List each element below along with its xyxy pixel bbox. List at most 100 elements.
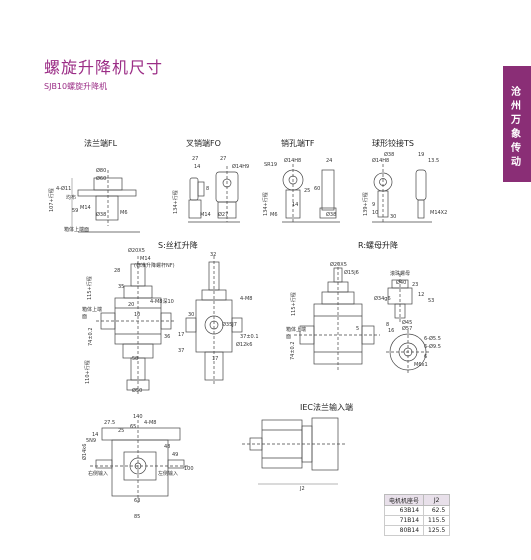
table-header: J2 <box>423 494 451 506</box>
fl-holes: 4-Ø11 <box>56 186 72 192</box>
b-w63: 63 <box>134 498 141 504</box>
tf-travel: 134+行程 <box>263 192 269 216</box>
ts-w19: 19 <box>418 152 425 158</box>
section-s-title: S:丝杠升降 <box>158 241 198 250</box>
s-travel-2: 110+行程 <box>85 360 91 384</box>
r-w53: 53 <box>428 298 435 304</box>
s-w35: 35 <box>118 284 125 290</box>
b-w49: 49 <box>172 452 179 458</box>
s-m8b: 4-M8 <box>240 296 253 302</box>
r-d57: Ø57 <box>402 326 413 332</box>
r-ball-nut: 滚珠螺母 <box>390 271 411 277</box>
table-header-row: 电机机座号 J2 <box>383 494 451 506</box>
fl-d80: Ø80 <box>96 168 107 174</box>
s-w58: 58 <box>132 356 139 362</box>
s-m8-deep: 4-M8深10 <box>150 299 174 305</box>
fo-travel: 134+行程 <box>173 190 179 214</box>
fo-d27: Ø27 <box>218 212 229 218</box>
r-holes-2: 6-Ø9.5 <box>424 344 441 350</box>
r-w12: 12 <box>418 292 425 298</box>
b-w85: 85 <box>134 514 141 520</box>
iec-j2: J2 <box>300 486 305 492</box>
ball-nut-drawing <box>387 274 413 324</box>
b-w25: 25 <box>118 428 125 434</box>
tf-m6: M6 <box>270 212 278 218</box>
section-ts-title: 球形铰接TS <box>372 139 414 148</box>
r-box-face: 箱体上端面 <box>286 327 307 340</box>
tf-d38: Ø38 <box>326 212 337 218</box>
ts-travel: 139+行程 <box>363 192 369 216</box>
ts-m14x2: M14X2 <box>430 210 448 216</box>
fl-drawing <box>71 170 140 233</box>
r-lift-front <box>294 262 380 372</box>
ts-drawing <box>372 164 432 224</box>
fl-m14: M14 <box>80 205 91 211</box>
s-w10: 10 <box>134 312 141 318</box>
r-d20x5: Ø20X5 <box>330 262 347 268</box>
fo-drawing <box>188 166 240 223</box>
b-m8: 4-M8 <box>144 420 157 426</box>
nut-flange-drawing <box>386 330 430 374</box>
r-d40: Ø40 <box>396 280 407 286</box>
fo-w27a: 27 <box>192 156 199 162</box>
fl-m6: M6 <box>120 210 128 216</box>
fl-note: 箱体上端面 <box>64 227 90 233</box>
tf-w14: 14 <box>292 202 299 208</box>
b-w5n9: 5N9 <box>86 438 97 444</box>
b-left-input: 左侧输入 <box>158 471 179 477</box>
ts-w30: 30 <box>390 214 397 220</box>
table-header: 电机机座号 <box>383 494 425 506</box>
s-d20x5: Ø20X5 <box>128 248 145 254</box>
table-cell: 63B14 <box>383 505 425 516</box>
s-w17: 17 <box>212 356 219 362</box>
table-cell: 125.5 <box>423 525 451 536</box>
s-w17b: 17 <box>178 332 185 338</box>
s-w37: 37 <box>178 348 185 354</box>
r-d6: 6 <box>424 354 428 360</box>
r-w16: 16 <box>388 328 395 334</box>
r-travel: 115+行程 <box>291 292 297 316</box>
tf-w25: 25 <box>304 188 311 194</box>
s-h74: 74±0.2 <box>88 327 94 346</box>
table-cell: 115.5 <box>423 515 451 526</box>
ts-d38: Ø38 <box>384 152 395 158</box>
section-fo-title: 叉销端FO <box>186 139 221 148</box>
page-title: 螺旋升降机尺寸 <box>44 58 164 77</box>
s-d12k6: Ø12k6 <box>236 342 253 348</box>
table-cell: 62.5 <box>423 505 451 516</box>
b-w275: 27.5 <box>104 420 116 426</box>
section-tf-title: 销孔端TF <box>281 139 315 148</box>
r-h74: 74±0.2 <box>290 341 296 360</box>
b-w65: 65 <box>130 424 137 430</box>
r-holes-1: 6-Ø5.5 <box>424 336 441 342</box>
fo-w27b: 27 <box>220 156 227 162</box>
s-d50: Ø50 <box>132 388 143 394</box>
page-subtitle: SJB10螺旋升降机 <box>44 82 108 91</box>
side-tab-label: 沧州万象传动 <box>511 87 521 168</box>
tf-w60: 60 <box>314 186 321 192</box>
r-w8: 8 <box>386 322 390 328</box>
section-iec-title: IEC法兰输入端 <box>300 403 353 412</box>
ts-w135: 13.5 <box>428 158 440 164</box>
top-view-drawing <box>90 420 190 504</box>
s-travel-1: 115+行程 <box>87 276 93 300</box>
table-row: 63B14 62.5 <box>383 505 451 516</box>
iec-drawing <box>242 417 346 485</box>
r-d34g6: Ø34g6 <box>374 296 391 302</box>
r-w23: 23 <box>412 282 419 288</box>
motor-frame-table: 电机机座号 J2 63B14 62.5 71B14 115.5 80B14 12… <box>383 494 451 536</box>
s-w28: 28 <box>114 268 121 274</box>
fl-travel: 107+行程 <box>49 188 55 212</box>
ts-d14h8: Ø14H8 <box>372 158 390 164</box>
side-tab: 沧州万象传动 <box>503 66 531 182</box>
b-w100: 100 <box>184 466 194 472</box>
ts-w10: 10 <box>372 210 379 216</box>
s-w37b: 37±0.1 <box>240 334 259 340</box>
s-d35j7: Ø35J7 <box>222 322 237 328</box>
b-w14: 14 <box>92 432 99 438</box>
fo-d8: 8 <box>206 186 210 192</box>
r-w5: 5 <box>356 326 360 332</box>
fo-w14: 14 <box>194 164 201 170</box>
fl-d38: Ø38 <box>96 212 107 218</box>
